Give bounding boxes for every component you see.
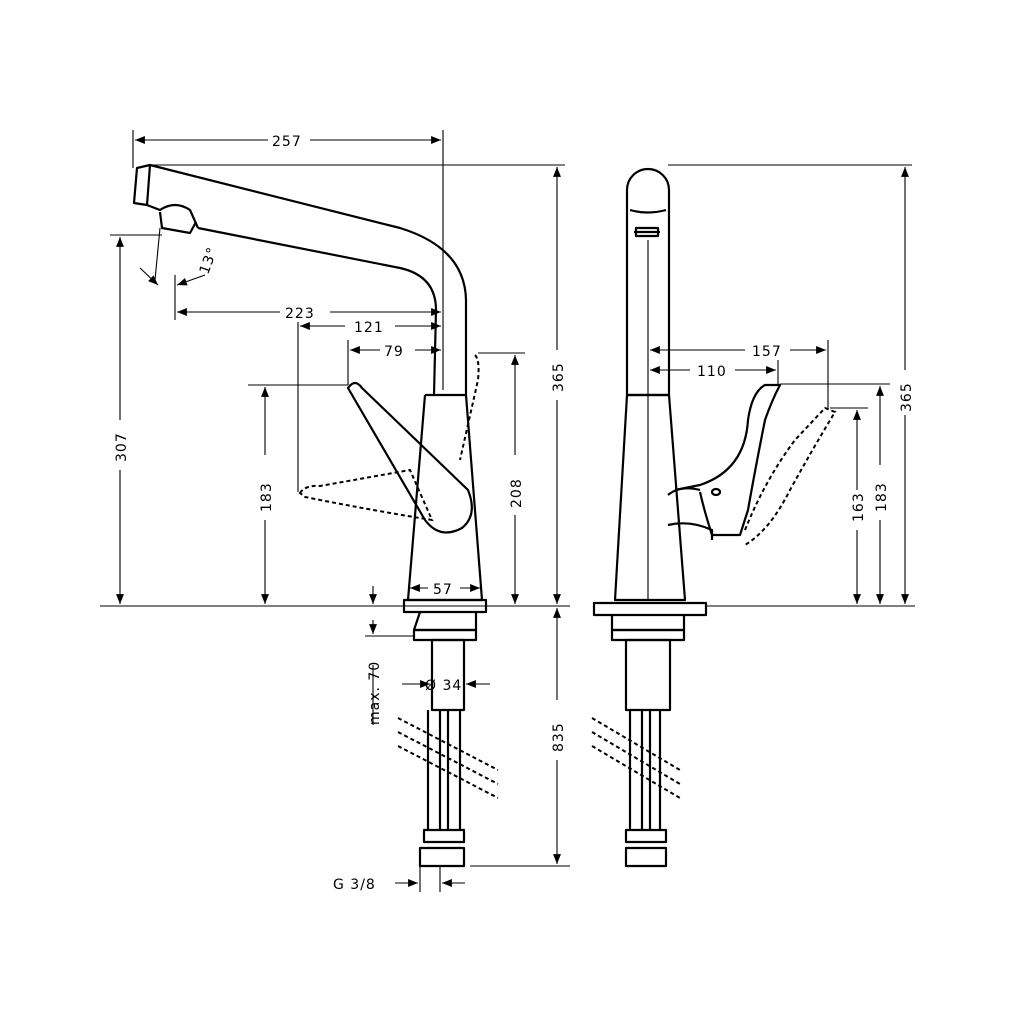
dim-183: 183	[259, 482, 275, 512]
front-view-faucet	[591, 167, 837, 868]
dim-365-front: 365	[899, 382, 915, 412]
dim-163: 163	[851, 492, 867, 522]
dim-121: 121	[354, 320, 384, 336]
dim-angle: 13°	[197, 245, 222, 277]
front-view-dimensions: 157 110 163 183 365	[647, 164, 915, 607]
dim-257: 257	[272, 134, 302, 150]
dim-57: 57	[433, 582, 453, 598]
side-view-faucet	[132, 163, 499, 868]
dim-365: 365	[551, 362, 567, 392]
dim-110: 110	[697, 364, 727, 380]
dim-223: 223	[285, 306, 315, 322]
dim-208: 208	[509, 478, 525, 508]
dim-max70: max. 70	[367, 661, 383, 725]
dim-157: 157	[752, 344, 782, 360]
dim-183-front: 183	[874, 482, 890, 512]
dim-diameter-34: Ø 34	[425, 678, 462, 694]
dim-thread-g38: G 3/8	[333, 877, 376, 893]
side-view-dimensions: 257 223 121 79 13° 307 183 208 365	[100, 130, 570, 893]
dim-79: 79	[384, 344, 404, 360]
dim-307: 307	[114, 432, 130, 462]
dim-835: 835	[551, 722, 567, 752]
